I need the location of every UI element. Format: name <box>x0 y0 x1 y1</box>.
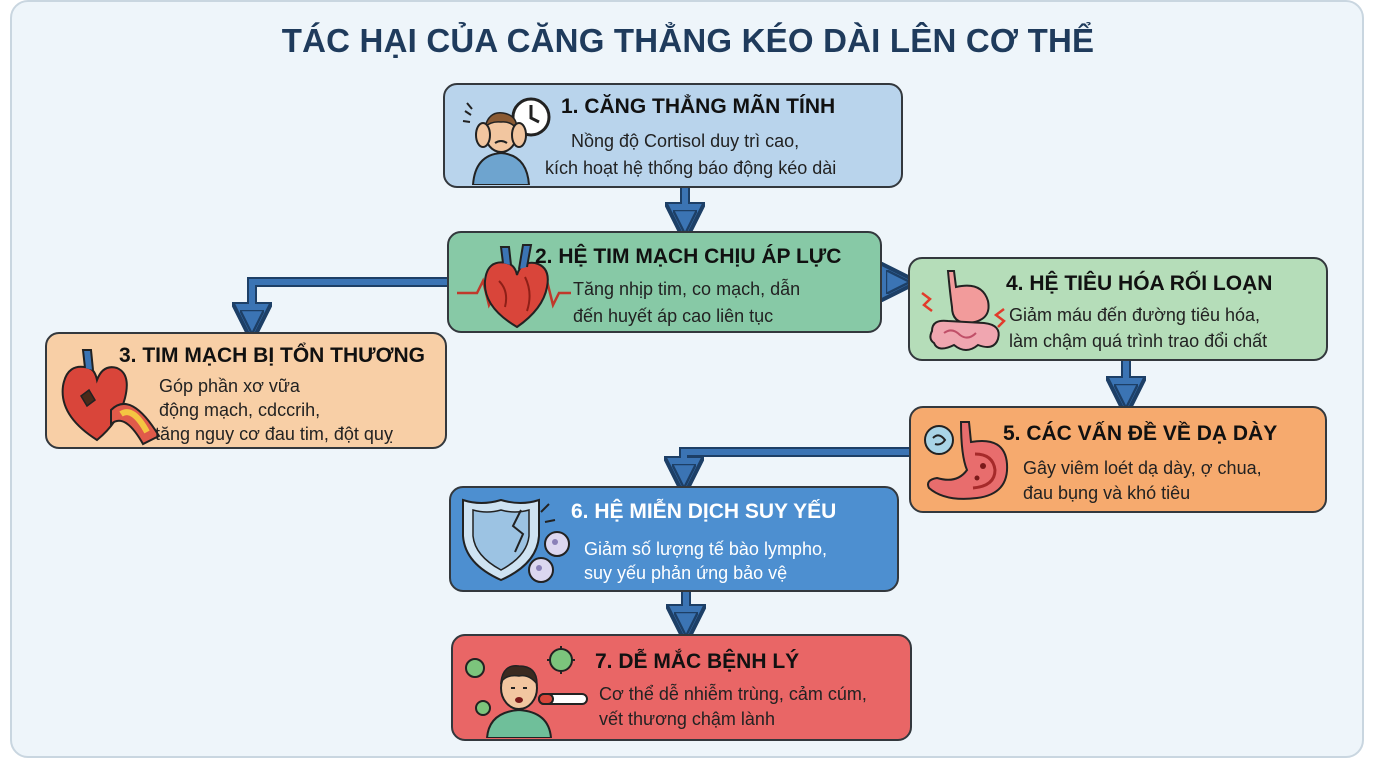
step-5-line-2: đau bụng và khó tiêu <box>1023 483 1191 503</box>
step-3-cardiovascular-damage: 3. TIM MẠCH BỊ TỔN THƯƠNG Góp phần xơ vữ… <box>45 332 447 449</box>
step-7-line-2: vết thương chậm lành <box>599 709 775 729</box>
step-6-line-1: Giảm số lượng tế bào lympho, <box>584 539 827 559</box>
step-7-title: 7. DỄ MẮC BỆNH LÝ <box>595 650 800 673</box>
step-1-line-2: kích hoạt hệ thống báo động kéo dài <box>545 158 837 178</box>
cracked-shield-icon <box>462 498 570 583</box>
step-4-digestive-disorder: 4. HỆ TIÊU HÓA RỐI LOẠN Giảm máu đến đườ… <box>908 257 1328 361</box>
step-5-title: 5. CÁC VẤN ĐỀ VỀ DẠ DÀY <box>1003 422 1278 445</box>
heart-pulse-icon <box>457 244 571 329</box>
arrow-5-to-6 <box>684 447 909 476</box>
step-4-line-2: làm chậm quá trình trao đổi chất <box>1009 331 1268 351</box>
step-7-prone-to-illness: 7. DỄ MẮC BỆNH LÝ Cơ thể dễ nhiễm trùng,… <box>451 634 912 741</box>
step-2-line-1: Tăng nhịp tim, co mạch, dẫn <box>573 279 801 299</box>
digestive-system-icon <box>921 270 1006 351</box>
step-1-line-1: Nồng độ Cortisol duy trì cao, <box>571 131 800 151</box>
arrow-2-to-3 <box>252 277 447 322</box>
damaged-heart-artery-icon <box>61 349 161 446</box>
inflamed-stomach-icon <box>924 421 1009 500</box>
step-2-cardiovascular-pressure: 2. HỆ TIM MẠCH CHỊU ÁP LỰC Tăng nhịp tim… <box>447 231 882 333</box>
step-4-line-1: Giảm máu đến đường tiêu hóa, <box>1009 305 1260 325</box>
step-6-line-2: suy yếu phản ứng bảo vệ <box>584 563 788 583</box>
step-3-line-1: Góp phần xơ vữa <box>159 376 300 396</box>
step-1-chronic-stress: 1. CĂNG THẲNG MÃN TÍNH Nồng độ Cortisol … <box>443 83 903 188</box>
step-3-line-2: động mạch, cdccrih, <box>159 400 321 420</box>
step-5-line-1: Gây viêm loét dạ dày, ợ chua, <box>1023 458 1262 478</box>
step-2-title: 2. HỆ TIM MẠCH CHỊU ÁP LỰC <box>535 245 842 268</box>
step-5-stomach-problems: 5. CÁC VẤN ĐỀ VỀ DẠ DÀY Gây viêm loét dạ… <box>909 406 1327 513</box>
page-title: TÁC HẠI CỦA CĂNG THẲNG KÉO DÀI LÊN CƠ TH… <box>281 22 1095 59</box>
step-1-title: 1. CĂNG THẲNG MÃN TÍNH <box>561 95 836 118</box>
step-3-line-3: tăng nguy cơ đau tim, đột quỵ <box>155 424 393 444</box>
step-2-line-2: đến huyết áp cao liên tục <box>573 306 774 326</box>
step-4-title: 4. HỆ TIÊU HÓA RỐI LOẠN <box>1006 272 1273 295</box>
step-3-title: 3. TIM MẠCH BỊ TỔN THƯƠNG <box>119 344 425 367</box>
stressed-person-clock-icon <box>462 97 551 185</box>
step-6-title: 6. HỆ MIỄN DỊCH SUY YẾU <box>571 500 837 523</box>
step-7-line-1: Cơ thể dễ nhiễm trùng, cảm cúm, <box>599 684 867 704</box>
step-6-weakened-immunity: 6. HỆ MIỄN DỊCH SUY YẾU Giảm số lượng tế… <box>449 486 899 592</box>
sick-person-virus-icon <box>465 646 588 738</box>
